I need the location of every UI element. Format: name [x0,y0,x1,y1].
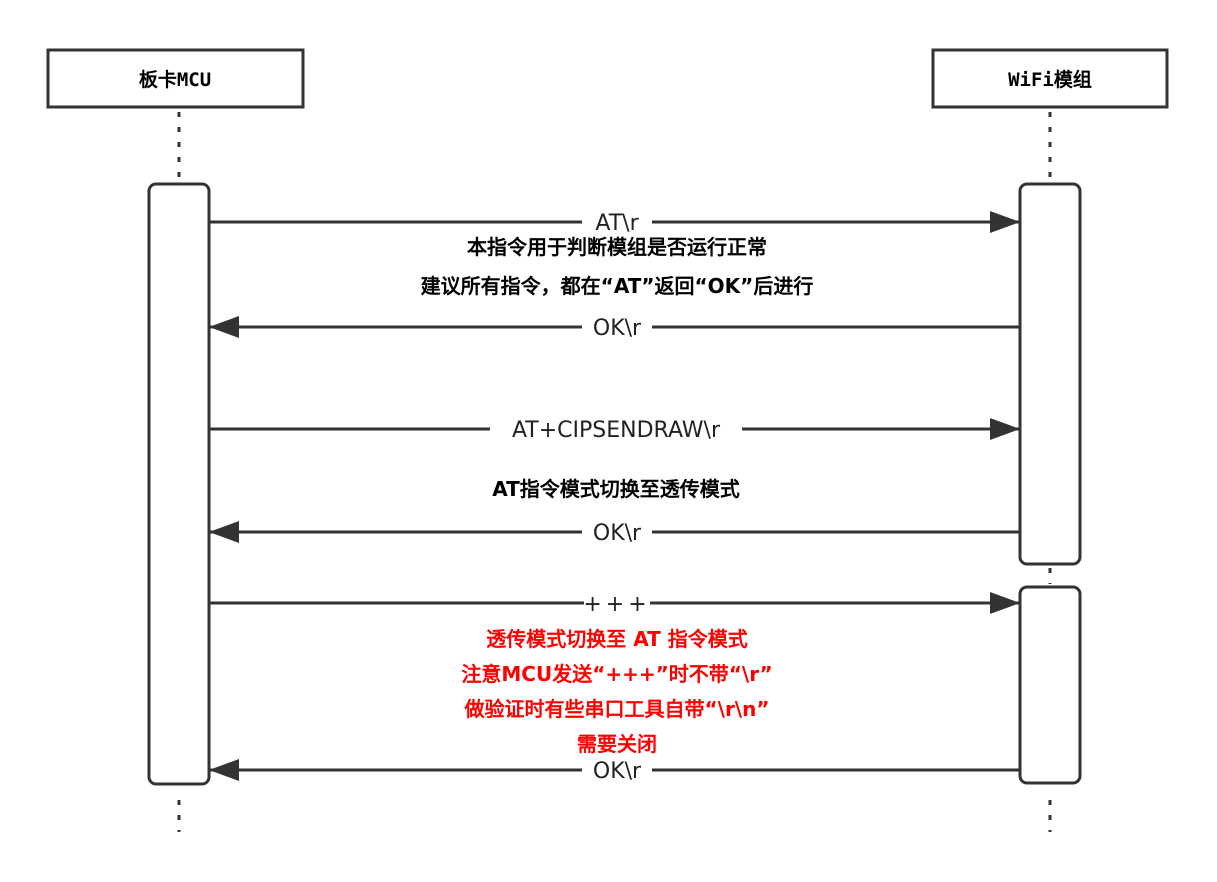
activation-wifi-1 [1018,182,1082,566]
message-3-label: AT+CIPSENDRAW\r [512,418,721,443]
actor-wifi-label: WiFi模组 [1008,68,1092,91]
actor-wifi: WiFi模组 [931,48,1169,109]
activation-wifi-2 [1018,585,1082,785]
note-3-line-2: 注意MCU发送“+++”时不带“\r” [461,662,772,686]
actor-mcu-label: 板卡MCU [139,68,211,91]
message-3: AT+CIPSENDRAW\r [209,417,1020,443]
activation-mcu [147,182,211,786]
message-5: +++ [209,591,1020,617]
note-3-line-3: 做验证时有些串口工具自带“\r\n” [464,697,770,721]
message-6-label: OK\r [593,759,642,784]
note-1-line-1: 本指令用于判断模组是否运行正常 [467,235,767,259]
message-4: OK\r [209,520,1020,546]
message-5-label: +++ [583,592,650,617]
note-3-line-4: 需要关闭 [577,732,657,756]
message-2: OK\r [209,315,1020,341]
message-4-label: OK\r [593,521,642,546]
message-6: OK\r [209,758,1020,784]
note-2-line-1: AT指令模式切换至透传模式 [492,477,740,501]
message-1: AT\r [209,210,1020,236]
message-2-label: OK\r [593,316,642,341]
note-1-line-2: 建议所有指令，都在“AT”返回“OK”后进行 [421,274,814,298]
actor-mcu: 板卡MCU [46,48,305,109]
message-1-label: AT\r [595,211,639,236]
note-3-line-1: 透传模式切换至 AT 指令模式 [486,627,748,651]
